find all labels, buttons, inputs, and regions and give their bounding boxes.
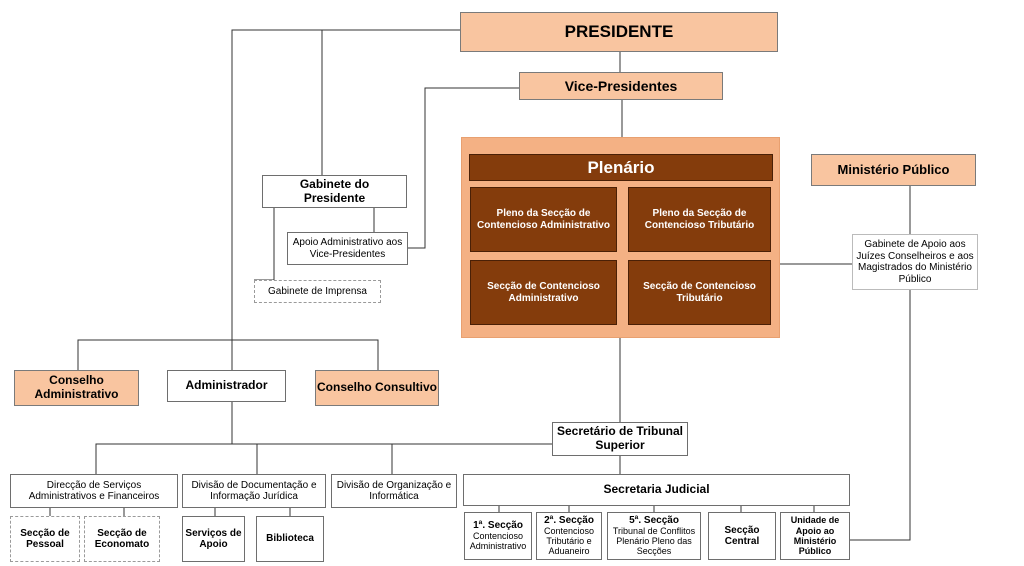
seccao-administrativo-box: Secção de Contencioso Administrativo bbox=[470, 260, 617, 325]
pleno-administrativo-box: Pleno da Secção de Contencioso Administr… bbox=[470, 187, 617, 252]
secretario-box: Secretário de Tribunal Superior bbox=[552, 422, 688, 456]
seccao2-box: 2ª. Secção Contencioso Tributário e Adua… bbox=[536, 512, 602, 560]
gabinete-presidente-label: Gabinete do Presidente bbox=[299, 176, 370, 205]
seccao-tributario-box: Secção de Contencioso Tributário bbox=[628, 260, 771, 325]
conselho-consultivo-label: Conselho Consultivo bbox=[317, 380, 437, 395]
seccao1-title: 1ª. Secção bbox=[473, 520, 523, 532]
gabinete-presidente-box: Gabinete do Presidente bbox=[262, 175, 407, 208]
secretaria-judicial-box: Secretaria Judicial bbox=[463, 474, 850, 506]
unidade-apoio-box: Unidade de Apoio ao Ministério Público bbox=[780, 512, 850, 560]
biblioteca-box: Biblioteca bbox=[256, 516, 324, 562]
servicos-apoio-box: Serviços de Apoio bbox=[182, 516, 245, 562]
apoio-vice-box: Apoio Administrativo aos Vice-Presidente… bbox=[287, 232, 408, 265]
seccao1-sub: Contencioso Administrativo bbox=[469, 530, 527, 551]
seccao-pessoal-box: Secção de Pessoal bbox=[10, 516, 80, 562]
seccao-administrativo-label: Secção de Contencioso Administrativo bbox=[487, 281, 600, 304]
vice-presidentes-box: Vice-Presidentes bbox=[519, 72, 723, 100]
servicos-apoio-label: Serviços de Apoio bbox=[185, 527, 242, 551]
presidente-box: PRESIDENTE bbox=[460, 12, 778, 52]
seccao-pessoal-label: Secção de Pessoal bbox=[20, 527, 70, 551]
plenario-title-box: Plenário bbox=[469, 154, 773, 181]
divisao-organizacao-label: Divisão de Organização e Informática bbox=[336, 479, 452, 503]
biblioteca-label: Biblioteca bbox=[266, 533, 314, 545]
divisao-documentacao-box: Divisão de Documentação e Informação Jur… bbox=[182, 474, 326, 508]
seccao5-title: 5ª. Secção bbox=[629, 515, 679, 527]
administrador-label: Administrador bbox=[185, 378, 268, 393]
vice-presidentes-label: Vice-Presidentes bbox=[564, 77, 678, 94]
secretario-label: Secretário de Tribunal Superior bbox=[556, 424, 684, 452]
pleno-tributario-box: Pleno da Secção de Contencioso Tributári… bbox=[628, 187, 771, 252]
gabinete-apoio-juizes-box: Gabinete de Apoio aos Juízes Conselheiro… bbox=[852, 234, 978, 290]
pleno-tributario-label: Pleno da Secção de Contencioso Tributári… bbox=[644, 208, 755, 231]
gabinete-imprensa-box: Gabinete de Imprensa bbox=[254, 280, 381, 303]
direccao-servicos-box: Direcção de Serviços Administrativos e F… bbox=[10, 474, 178, 508]
divisao-documentacao-label: Divisão de Documentação e Informação Jur… bbox=[191, 479, 317, 503]
secretaria-judicial-label: Secretaria Judicial bbox=[603, 482, 710, 497]
plenario-title: Plenário bbox=[587, 157, 655, 177]
apoio-vice-label: Apoio Administrativo aos Vice-Presidente… bbox=[292, 237, 403, 260]
seccao-central-label: Secção Central bbox=[724, 524, 760, 548]
unidade-apoio-label: Unidade de Apoio ao Ministério Público bbox=[790, 515, 840, 557]
seccao-central-box: Secção Central bbox=[708, 512, 776, 560]
seccao2-title: 2ª. Secção bbox=[544, 515, 594, 527]
presidente-label: PRESIDENTE bbox=[564, 22, 674, 42]
seccao2-sub: Contencioso Tributário e Aduaneiro bbox=[543, 525, 595, 556]
seccao-economato-box: Secção de Economato bbox=[84, 516, 160, 562]
ministerio-publico-box: Ministério Público bbox=[811, 154, 976, 186]
pleno-administrativo-label: Pleno da Secção de Contencioso Administr… bbox=[477, 208, 610, 231]
gabinete-imprensa-label: Gabinete de Imprensa bbox=[268, 285, 367, 297]
seccao5-sub: Tribunal de Conflitos Plenário Pleno das… bbox=[612, 525, 696, 556]
ministerio-publico-label: Ministério Público bbox=[837, 161, 950, 177]
conselho-administrativo-box: Conselho Administrativo bbox=[14, 370, 139, 406]
gabinete-apoio-juizes-label: Gabinete de Apoio aos Juízes Conselheiro… bbox=[856, 239, 974, 285]
divisao-organizacao-box: Divisão de Organização e Informática bbox=[331, 474, 457, 508]
conselho-consultivo-box: Conselho Consultivo bbox=[315, 370, 439, 406]
administrador-box: Administrador bbox=[167, 370, 286, 402]
seccao-tributario-label: Secção de Contencioso Tributário bbox=[643, 281, 756, 304]
conselho-administrativo-label: Conselho Administrativo bbox=[34, 373, 119, 401]
seccao-economato-label: Secção de Economato bbox=[94, 527, 150, 551]
seccao5-box: 5ª. Secção Tribunal de Conflitos Plenári… bbox=[607, 512, 701, 560]
direccao-servicos-label: Direcção de Serviços Administrativos e F… bbox=[28, 479, 160, 503]
seccao1-box: 1ª. Secção Contencioso Administrativo bbox=[464, 512, 532, 560]
